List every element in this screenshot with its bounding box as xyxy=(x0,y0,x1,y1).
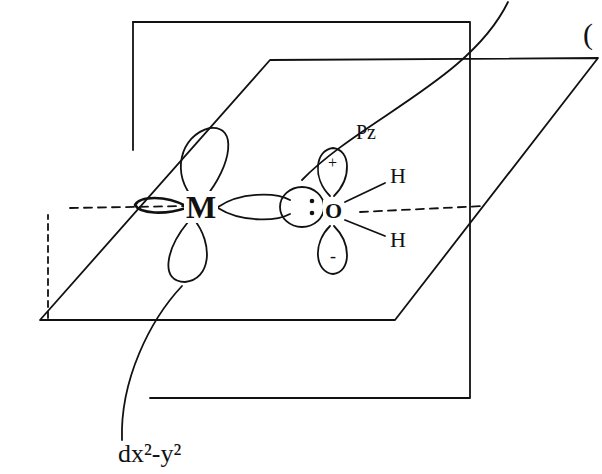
hydrogen-symbol: H xyxy=(390,229,406,251)
d-orbital-lobe xyxy=(181,128,228,200)
lone-pair-lobe xyxy=(280,187,324,227)
bond-axis xyxy=(360,206,484,212)
vertical-plane xyxy=(132,22,134,150)
oh-bond xyxy=(345,183,385,236)
oxygen-symbol: O xyxy=(323,200,344,222)
pz-lobe xyxy=(318,226,347,274)
hidden-edge xyxy=(47,215,49,318)
d-orbital-lobe xyxy=(168,218,207,282)
phase-sign: + xyxy=(328,155,337,171)
hydrogen-symbol: H xyxy=(390,165,406,187)
leader-line xyxy=(302,2,508,180)
d-orbital-lobe xyxy=(135,198,186,213)
metal-symbol: M xyxy=(184,191,218,223)
phase-sign: - xyxy=(330,247,336,265)
pz-lobe xyxy=(318,148,347,196)
lone-pair-dot xyxy=(310,211,315,216)
bond-axis xyxy=(70,206,185,208)
bracket-mark: ( xyxy=(583,19,593,49)
horizontal-plane xyxy=(40,58,598,320)
leader-line xyxy=(122,286,182,440)
lone-pair-dot xyxy=(310,199,315,204)
orbital-label: Pz xyxy=(356,122,376,142)
orbital-label: dx²-y² xyxy=(118,441,181,467)
